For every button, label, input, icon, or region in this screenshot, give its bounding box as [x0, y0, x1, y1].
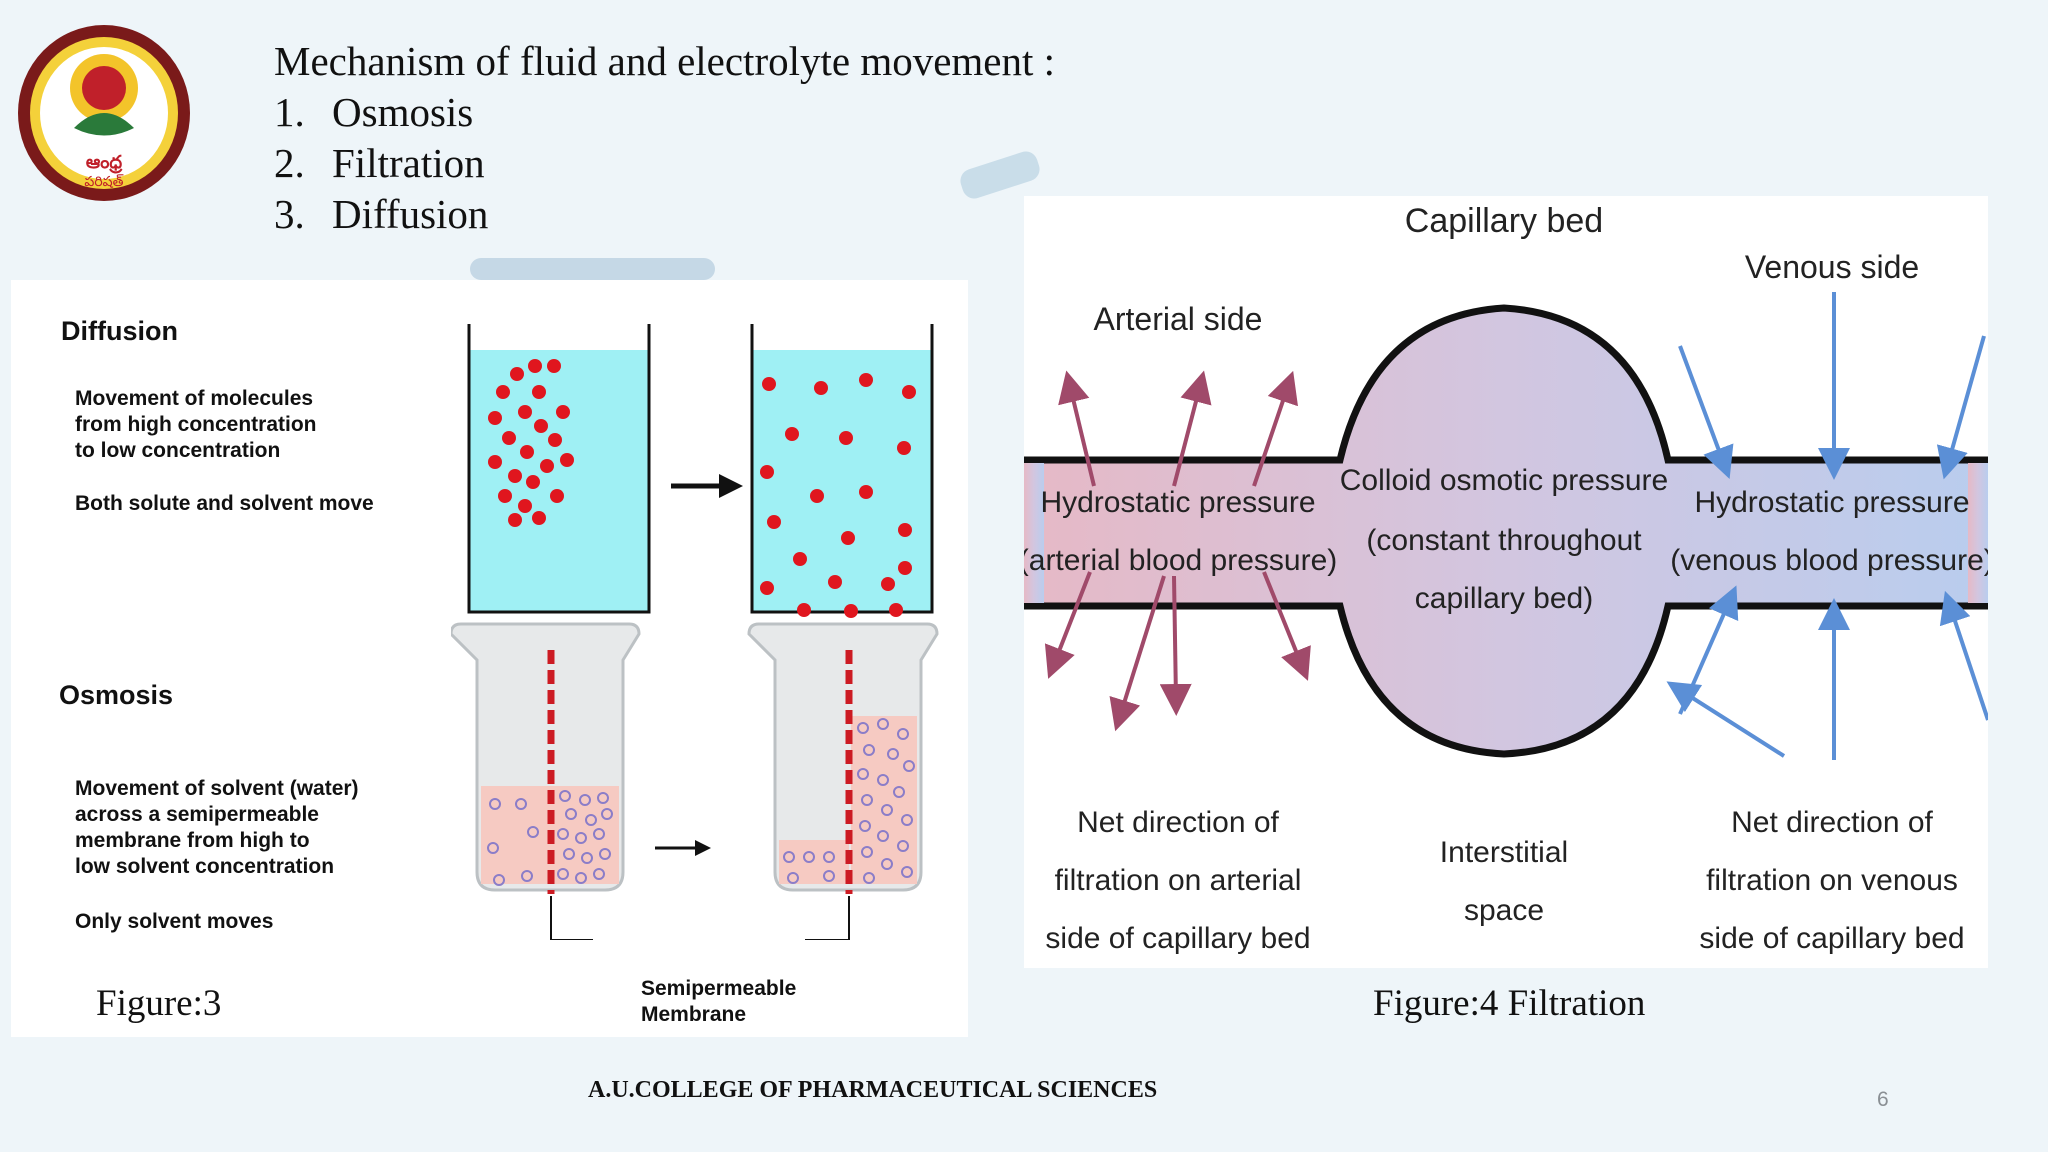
list-item: 3.Diffusion: [274, 191, 489, 237]
filtration-diagram: Capillary bed Arterial side Venous side …: [1024, 202, 1988, 955]
osmosis-arrow-icon: [655, 840, 711, 856]
osmosis-title: Osmosis: [59, 680, 174, 710]
interstitial-label: Interstitial: [1440, 836, 1568, 869]
slide-heading: Mechanism of fluid and electrolyte movem…: [274, 36, 1055, 240]
svg-text:side of capillary bed: side of capillary bed: [1699, 922, 1964, 955]
svg-text:పరిషత్: పరిషత్: [84, 173, 123, 189]
arterial-hydrostatic-label: Hydrostatic pressure: [1040, 486, 1315, 519]
venous-side-label: Venous side: [1745, 249, 1919, 285]
diffusion-description: Movement of molecules from high concentr…: [75, 387, 317, 462]
net-arterial-label: Net direction of: [1077, 806, 1279, 839]
university-logo: ఆంధ్ర పరిషత్: [18, 25, 190, 201]
list-item: 2.Filtration: [274, 140, 485, 186]
osmosis-note: Only solvent moves: [75, 910, 274, 933]
diffusion-title: Diffusion: [61, 316, 178, 346]
capillary-bed-label: Capillary bed: [1405, 202, 1603, 240]
figure-3-panel: Diffusion Movement of molecules from hig…: [11, 280, 968, 1037]
arterial-side-label: Arterial side: [1094, 301, 1263, 337]
footer-text: A.U.COLLEGE OF PHARMACEUTICAL SCIENCES: [588, 1077, 1158, 1103]
venous-hydrostatic-label: Hydrostatic pressure: [1694, 486, 1969, 519]
slide-title: Mechanism of fluid and electrolyte movem…: [274, 38, 1056, 84]
diffusion-note: Both solute and solvent move: [75, 492, 374, 515]
svg-text:filtration on arterial: filtration on arterial: [1055, 864, 1302, 897]
colloid-sub: capillary bed): [1415, 582, 1593, 615]
membrane-leader-line: [805, 896, 850, 940]
svg-text:filtration on venous: filtration on venous: [1706, 864, 1958, 897]
figure-4-caption: Figure:4 Filtration: [1373, 983, 1646, 1024]
diffusion-arrow-icon: [671, 474, 743, 498]
mechanism-list: 1.Osmosis 2.Filtration 3.Diffusion: [274, 87, 1055, 240]
net-venous-label: Net direction of: [1731, 806, 1933, 839]
osmosis-beaker-before: [451, 622, 641, 894]
svg-text:space: space: [1464, 894, 1544, 927]
venous-reabsorption-arrows: [1666, 292, 1988, 760]
diffusion-beaker-after: [750, 324, 934, 618]
svg-text:ఆంధ్ర: ఆంధ్ర: [86, 152, 123, 174]
colloid-sub: (constant throughout: [1366, 524, 1642, 557]
capillary-vessel: [1024, 304, 1988, 758]
arterial-hydrostatic-sub: (arterial blood pressure): [1024, 544, 1337, 577]
figure-3-caption: Figure:3: [96, 983, 222, 1024]
list-item: 1.Osmosis: [274, 89, 474, 135]
membrane-label: Semipermeable Membrane: [641, 977, 797, 1026]
background-shape: [470, 258, 715, 280]
colloid-label: Colloid osmotic pressure: [1340, 464, 1668, 497]
osmosis-description: Movement of solvent (water) across a sem…: [75, 777, 359, 878]
arterial-filtration-arrows: [1044, 370, 1311, 732]
svg-text:side of capillary bed: side of capillary bed: [1045, 922, 1310, 955]
membrane-leader-line: [550, 896, 593, 940]
diffusion-beaker-before: [467, 324, 651, 614]
figure-4-panel: Capillary bed Arterial side Venous side …: [1024, 196, 1988, 968]
osmosis-beaker-after: [747, 622, 939, 894]
page-number: 6: [1877, 1088, 1889, 1111]
venous-hydrostatic-sub: (venous blood pressure): [1670, 544, 1988, 577]
diffusion-osmosis-illustration: [451, 324, 939, 940]
